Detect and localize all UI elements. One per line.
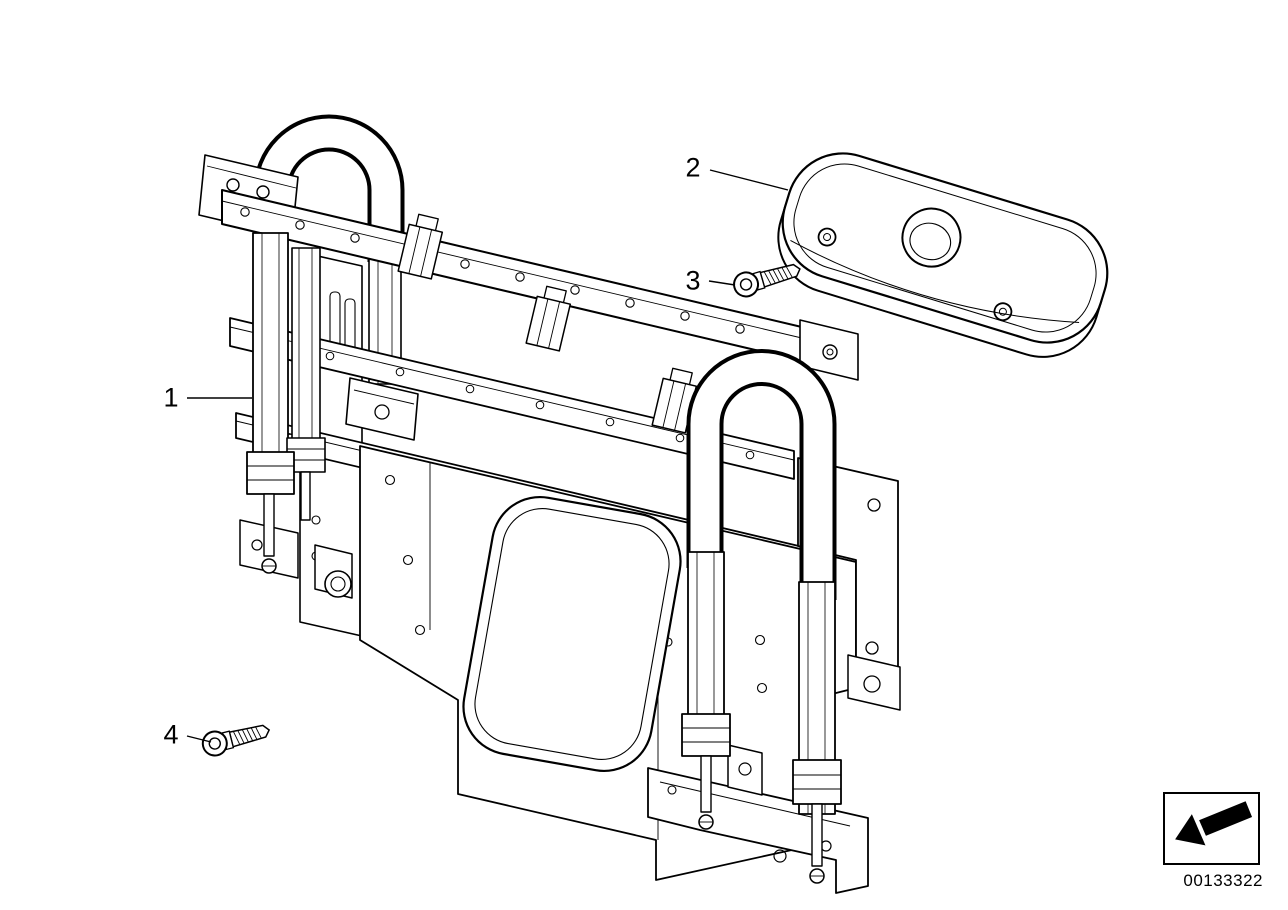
leader-lines	[186, 169, 789, 743]
rollbar-cassette-part-1	[198, 114, 901, 894]
rail-clip	[525, 285, 572, 352]
callout-2[interactable]: 2	[685, 152, 701, 183]
callout-3[interactable]: 3	[685, 265, 701, 296]
screw-part-4	[201, 724, 271, 757]
screw-part-3	[733, 263, 801, 298]
left-drive-cylinders	[239, 232, 353, 599]
page-back-arrow-icon	[1175, 801, 1253, 852]
callout-4[interactable]: 4	[163, 719, 179, 750]
rail-clip	[397, 213, 444, 280]
rail-clip	[651, 367, 698, 434]
callout-1[interactable]: 1	[163, 382, 179, 413]
cover-pad-part-2	[777, 152, 1109, 358]
left-roll-hoop	[253, 114, 405, 262]
right-roll-hoop	[686, 349, 837, 600]
document-number: 00133322	[1183, 871, 1263, 890]
right-drive-cylinders	[681, 551, 842, 884]
rail-end-bracket	[799, 319, 859, 381]
page-nav-box[interactable]	[1163, 792, 1260, 865]
latch-mechanism	[345, 377, 419, 441]
center-opening	[462, 495, 682, 773]
